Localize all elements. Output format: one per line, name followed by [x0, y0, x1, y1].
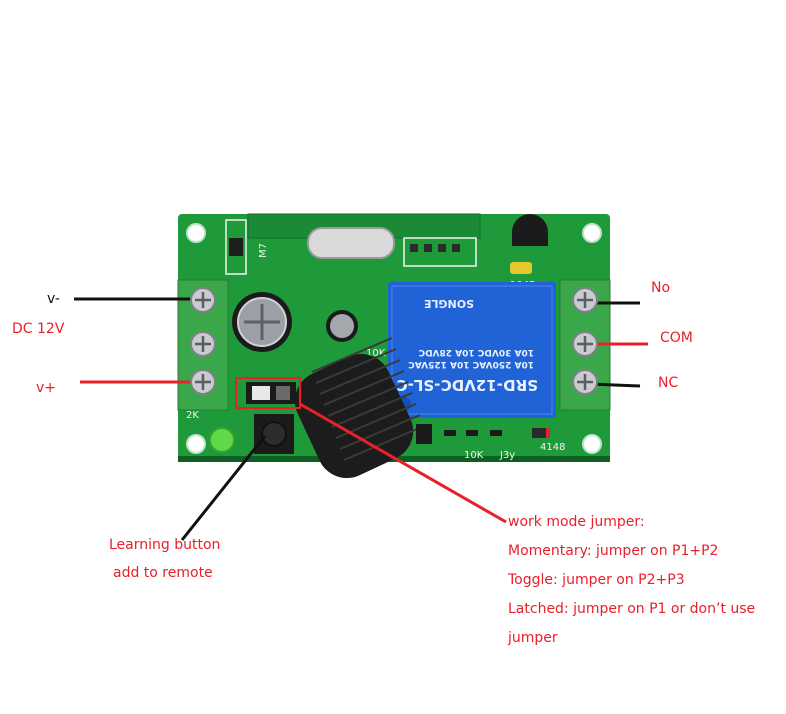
coil-winding — [327, 381, 409, 417]
screw-slot — [577, 336, 593, 352]
line-work-mode — [299, 402, 507, 524]
coil-winding — [343, 425, 425, 461]
label-learning-button: Learning button — [109, 537, 221, 553]
line-nc — [589, 382, 641, 388]
relay — [388, 282, 556, 418]
screw-slot — [577, 292, 593, 308]
mode-momentary: Momentary: jumper on P1+P2 — [508, 543, 719, 559]
relay-rating-ac: 10A 250VAC 10A 125VAC — [408, 359, 534, 369]
label-add-to-remote: add to remote — [113, 565, 213, 581]
transistor — [512, 214, 548, 246]
line-learning-button — [180, 435, 267, 541]
coil-winding — [311, 337, 393, 373]
relay-rating-dc: 10A 30VDC 10A 28VDC — [418, 347, 534, 357]
coil-winding — [319, 359, 401, 395]
silk-2k: 2K — [186, 410, 199, 421]
coil-winding — [323, 370, 405, 406]
cap-104p — [510, 262, 532, 274]
antenna-coil — [294, 337, 425, 479]
mount-hole-bottom-right — [582, 434, 602, 454]
screw-slot — [195, 336, 211, 352]
screw-slot — [195, 292, 211, 308]
silk-10k-bottom: 10K — [464, 450, 484, 461]
mode-latched-cont: jumper — [508, 630, 558, 646]
label-nc: NC — [658, 375, 679, 391]
silk-j3y: J3y — [499, 450, 515, 461]
mode-latched: Latched: jumper on P1 or don’t use — [508, 601, 756, 617]
label-dc-12v: DC 12V — [12, 321, 65, 337]
label-v-plus: v+ — [36, 380, 57, 396]
crystal — [307, 227, 395, 259]
mount-hole-top-right — [582, 223, 602, 243]
silk-m7: M7 — [258, 243, 269, 258]
module-pins — [403, 237, 477, 267]
screw-slot — [577, 374, 593, 390]
mode-toggle: Toggle: jumper on P2+P3 — [508, 572, 685, 588]
coil-winding — [339, 414, 421, 450]
silk-4148: 4148 — [540, 442, 565, 453]
coil-winding — [315, 348, 397, 384]
screw-slot — [195, 374, 211, 390]
relay-brand: SONGLE — [424, 297, 474, 310]
label-no: No — [651, 280, 671, 296]
silk-10k-top: 10K — [366, 348, 386, 359]
learning-button-cap — [261, 421, 287, 447]
relay-model: SRD-12VDC-SL-C — [397, 376, 538, 394]
work-mode-title: work mode jumper: — [508, 514, 645, 530]
label-v-minus: v- — [47, 291, 60, 307]
mount-hole-top-left — [186, 223, 206, 243]
label-com: COM — [660, 330, 693, 346]
green-led — [209, 427, 235, 453]
coil-winding — [331, 392, 413, 428]
work-mode-notes: work mode jumper: Momentary: jumper on P… — [508, 513, 755, 658]
mount-hole-bottom-left — [186, 434, 206, 454]
jumper-highlight-box — [235, 377, 301, 409]
m7-diode — [225, 219, 247, 275]
